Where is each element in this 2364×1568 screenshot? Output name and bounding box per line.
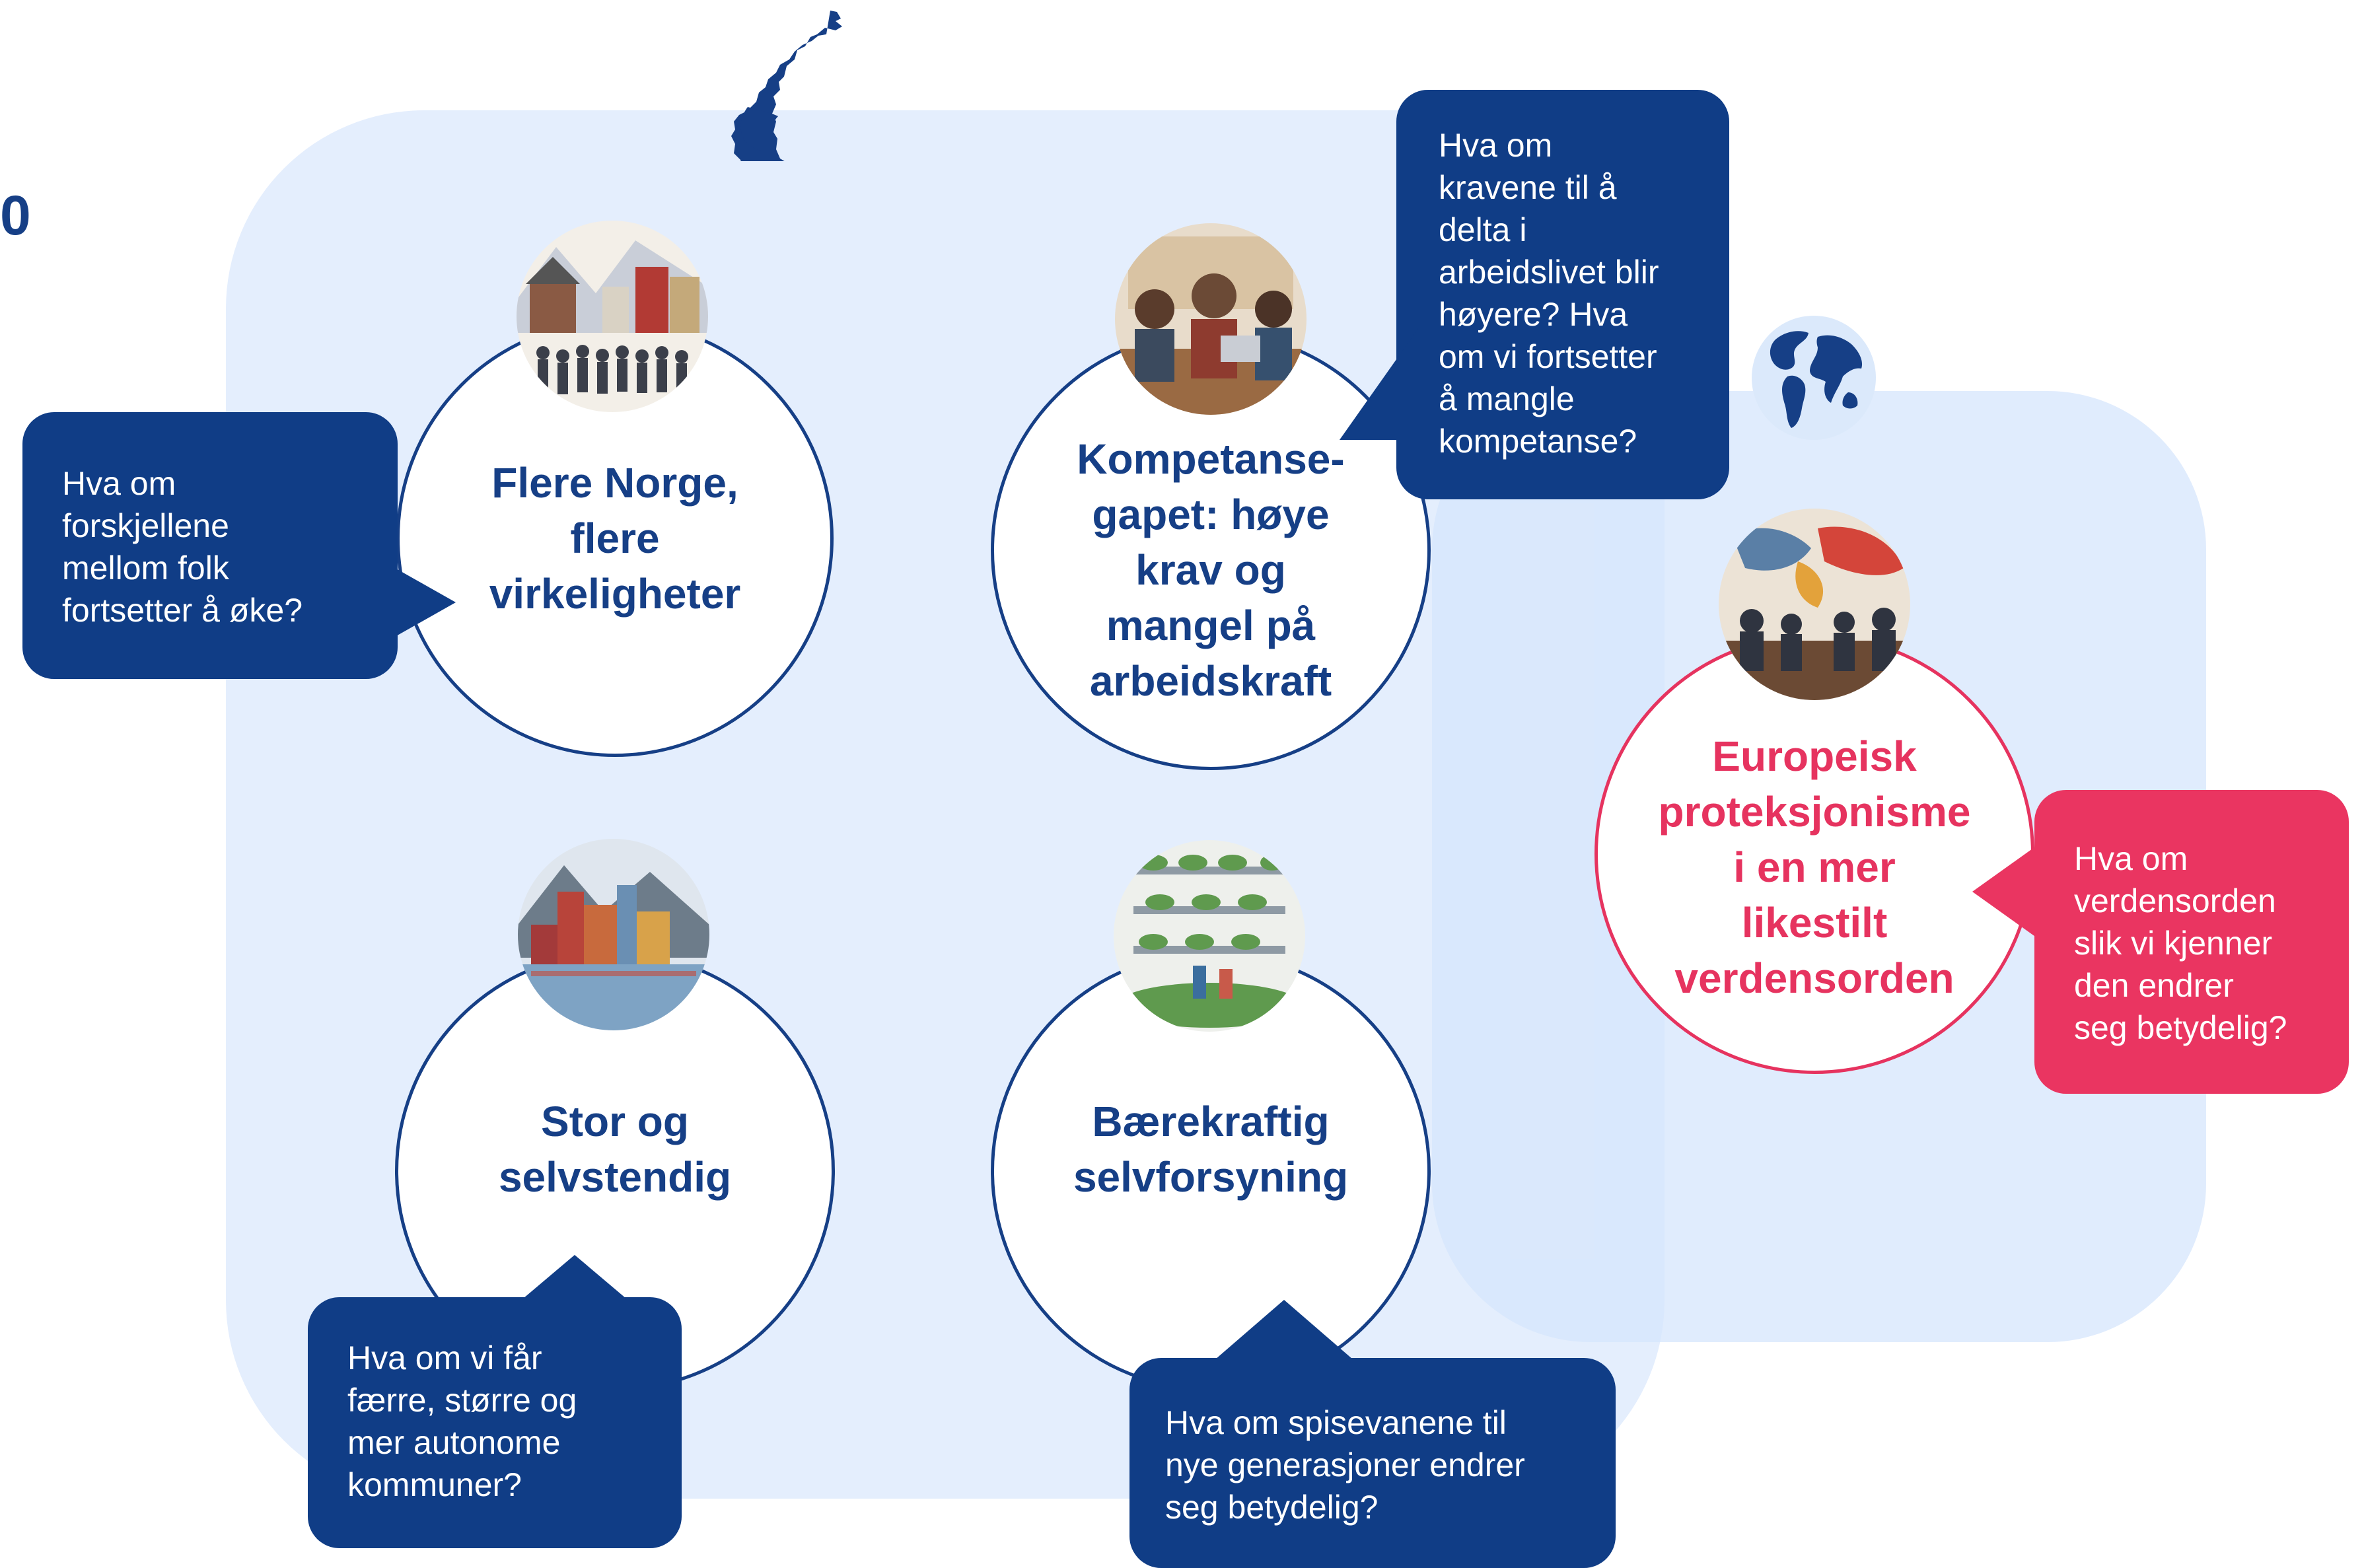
question-bubble-stor-og-selvstendig: Hva om vi får færre, større og mer auton…	[308, 1297, 682, 1548]
scenario-image-vertical-farm	[1114, 840, 1305, 1032]
page-title-fragment: 0	[0, 184, 31, 246]
scenario-title: Europeisk proteksjonisme i en mer likest…	[1658, 732, 1971, 1002]
question-bubble-kompetansegapet: Hva om kravene til å delta i arbeidslive…	[1396, 90, 1729, 499]
question-text: Hva om spisevanene til nye generasjoner …	[1165, 1404, 1525, 1526]
bubble-tail	[1215, 1300, 1353, 1359]
scenario-circle-baerekraftig-selvforsyning[interactable]: Bærekraftig selvforsyning	[991, 951, 1431, 1391]
scenario-image-world-meeting	[1719, 509, 1910, 700]
question-bubble-baerekraftig-selvforsyning: Hva om spisevanene til nye generasjoner …	[1129, 1358, 1616, 1568]
norway-map-icon	[731, 11, 842, 161]
scenario-title: Flere Norge, flere virkeligheter	[489, 459, 741, 618]
question-bubble-flere-norge: Hva om forskjellene mellom folk fortsett…	[22, 412, 398, 679]
scenario-circle-flere-norge[interactable]: Flere Norge, flere virkeligheter	[396, 320, 834, 757]
scenario-image-crowd-village	[517, 221, 708, 412]
question-text: Hva om kravene til å delta i arbeidslive…	[1439, 127, 1659, 460]
bubble-tail	[523, 1255, 626, 1299]
question-bubble-europeisk-proteksjonisme: Hva om verdensorden slik vi kjenner den …	[2034, 790, 2349, 1094]
scenario-circle-kompetansegapet[interactable]: Kompetanse- gapet: høye krav og mangel p…	[991, 330, 1431, 770]
bubble-tail	[1972, 845, 2037, 938]
scenario-image-city-harbour	[518, 839, 709, 1030]
scenario-image-workplace	[1115, 223, 1307, 415]
question-text: Hva om vi får færre, større og mer auton…	[347, 1339, 577, 1503]
globe-icon	[1752, 316, 1876, 440]
scenario-title: Kompetanse- gapet: høye krav og mangel p…	[1077, 435, 1345, 705]
scenario-circle-europeisk-proteksjonisme[interactable]: Europeisk proteksjonisme i en mer likest…	[1594, 634, 2034, 1074]
question-text: Hva om forskjellene mellom folk fortsett…	[62, 465, 303, 629]
scenario-title: Stor og selvstendig	[498, 1098, 732, 1201]
bubble-tail	[395, 568, 456, 637]
scenario-title: Bærekraftig selvforsyning	[1073, 1098, 1349, 1201]
question-text: Hva om verdensorden slik vi kjenner den …	[2074, 840, 2287, 1046]
